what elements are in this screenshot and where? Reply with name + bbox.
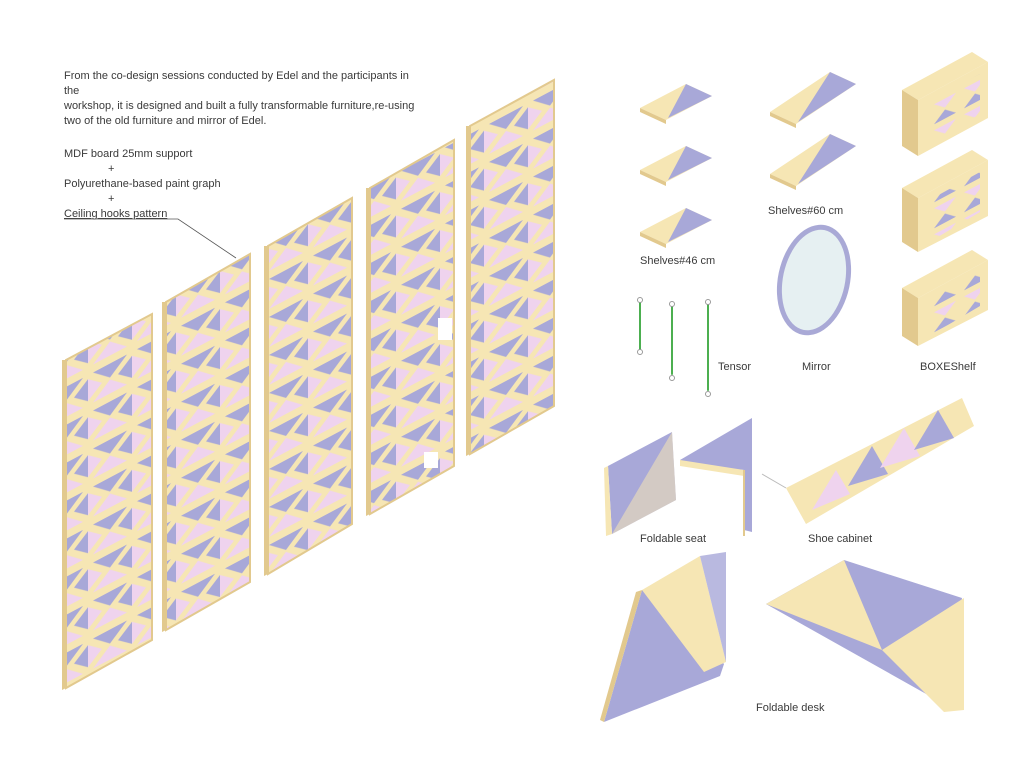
shoe-cabinet-illustration <box>761 398 974 524</box>
shelf-46-1 <box>640 84 712 124</box>
wall-panel-1 <box>62 312 153 690</box>
plus-sign-1: + <box>108 163 115 175</box>
label-foldable-seat: Foldable seat <box>640 533 707 545</box>
label-boxeshelf: BOXEShelf <box>920 361 976 373</box>
wall-panel-4 <box>366 138 455 516</box>
intro-line-2: workshop, it is designed and built a ful… <box>64 100 415 112</box>
material-mdf: MDF board 25mm support <box>64 148 193 160</box>
label-tensor: Tensor <box>718 361 752 373</box>
tensor-illustration <box>637 297 711 397</box>
shelf-60-2 <box>770 134 856 190</box>
boxeshelf-2 <box>902 150 988 252</box>
materials-list: MDF board 25mm support + Polyurethane-ba… <box>64 147 221 222</box>
wall-panel-2 <box>162 252 251 632</box>
label-foldable-desk: Foldable desk <box>756 702 825 714</box>
intro-line-3: two of the old furniture and mirror of E… <box>64 115 267 127</box>
shelf-46-2 <box>640 146 712 186</box>
shelf-60-1 <box>770 72 856 128</box>
boxeshelf-3 <box>902 250 988 346</box>
intro-paragraph: From the co-design sessions conducted by… <box>64 69 424 129</box>
wall-panel-5 <box>466 78 555 456</box>
material-paint: Polyurethane-based paint graph <box>64 178 221 190</box>
label-shelves-46: Shelves#46 cm <box>640 255 716 267</box>
boxeshelf-1 <box>902 52 988 156</box>
material-hooks: Ceiling hooks pattern <box>64 208 168 220</box>
shelf-46-3 <box>640 208 712 248</box>
mirror-illustration <box>776 224 852 336</box>
leader-line <box>64 218 237 259</box>
foldable-seat-illustration <box>604 418 752 536</box>
label-mirror: Mirror <box>802 361 831 373</box>
label-shelves-60: Shelves#60 cm <box>768 205 844 217</box>
foldable-desk-illustration <box>600 552 964 722</box>
plus-sign-2: + <box>108 193 115 205</box>
intro-line-1: From the co-design sessions conducted by… <box>64 70 409 97</box>
label-shoe-cabinet: Shoe cabinet <box>808 533 873 545</box>
wall-panel-3 <box>264 196 353 576</box>
